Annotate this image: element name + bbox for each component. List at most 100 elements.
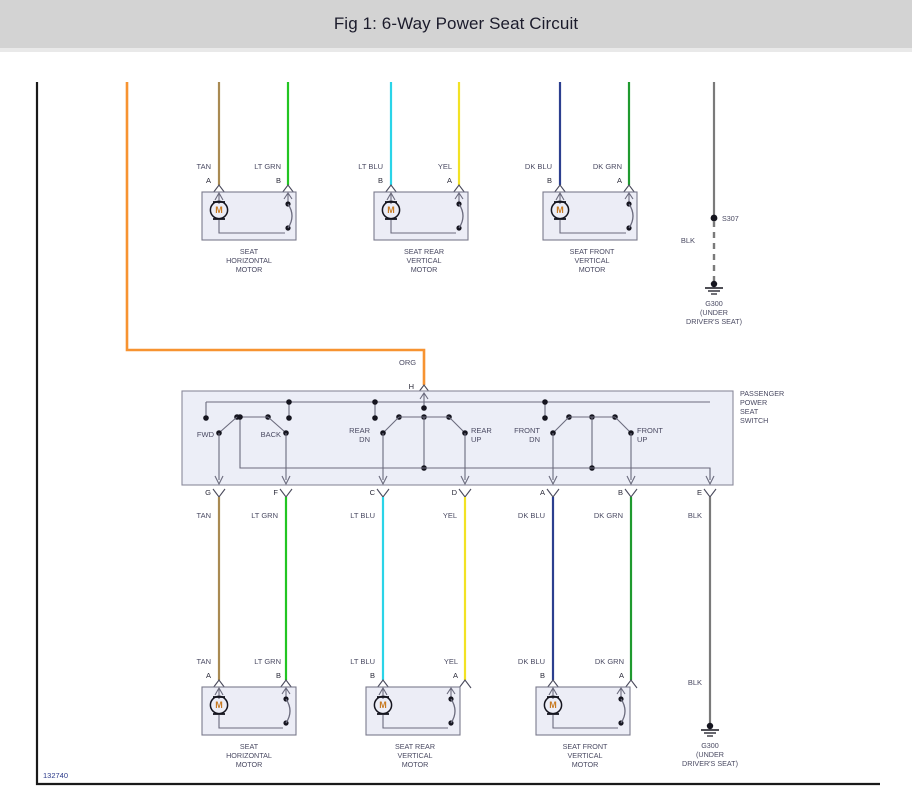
motor-top-1-name-line1: SEAT REAR (404, 247, 444, 256)
connector-top-2-right (622, 184, 636, 194)
switch-blade-fwd (219, 416, 238, 433)
motor-top-1-left-wire-label: LT BLU (358, 162, 383, 171)
motor-bottom-2-return (552, 715, 618, 729)
motor-bottom-1-name-line1: SEAT REAR (395, 742, 435, 751)
motor-bottom-0-left-wire-label: TAN (197, 657, 211, 666)
motor-bottom-2-right-lead (616, 687, 626, 697)
ground-label-g300-bottom-line3: DRIVER'S SEAT) (682, 759, 738, 768)
motor-bottom-2-left-terminal: B (540, 671, 545, 680)
connector-switch-feed (417, 384, 431, 394)
motor-top-0-body (201, 191, 297, 241)
connector-out-d (458, 488, 472, 498)
switch-node-fwd-top (203, 415, 209, 421)
motor-top-1-return (390, 220, 456, 234)
motor-bottom-0-right-terminal: B (276, 671, 281, 680)
motor-top-0-left-terminal: A (206, 176, 211, 185)
top-wire-bundle: ORG (125, 82, 716, 385)
switch-terminal-a: A (540, 488, 545, 497)
connector-out-a (546, 488, 560, 498)
motor-bottom-1-right-lead (446, 687, 456, 697)
wire-label-tan-mid: TAN (197, 511, 211, 520)
switch-name-line1: PASSENGER (740, 389, 784, 398)
connector-top-0-right (281, 184, 295, 194)
splice-dot-s307 (710, 214, 718, 222)
diagram-border (35, 82, 880, 786)
switch-label-back: BACK (261, 430, 281, 439)
motor-top-1-name-line2: VERTICAL (406, 256, 441, 265)
motor-bottom-2-right-terminal: A (619, 671, 624, 680)
motor-bottom-0-name-line1: SEAT (240, 742, 259, 751)
switch-feed-arrow (419, 392, 429, 407)
motor-bottom-1-right-wire-label: YEL (444, 657, 458, 666)
ground-group-top: S307 BLK G300 (UNDER DRIVER'S SEAT) (681, 214, 742, 326)
motor-top-1-right-terminal: A (447, 176, 452, 185)
motor-bottom-2-left-wire-label: DK BLU (518, 657, 545, 666)
ground-node-dot-bottom (706, 722, 714, 730)
switch-feed-node (421, 405, 427, 411)
switch-label-fwd: FWD (197, 430, 215, 439)
wire-label-dkblu-mid: DK BLU (518, 511, 545, 520)
motor-bottom-seat-rear-vertical: LT BLU B YEL A M SEAT REAR VERTICAL (350, 657, 472, 769)
motor-bottom-seat-front-vertical: DK BLU B DK GRN A M SEAT FRONT VERTICAL (518, 657, 638, 769)
switch-label-rear-dn-line2: DN (359, 435, 370, 444)
switch-blade-front-up (614, 416, 631, 433)
switch-blade-front-dn (553, 416, 570, 433)
connector-bottom-0-left (212, 679, 226, 689)
switch-stub-node-bottom (286, 415, 292, 421)
passenger-power-seat-switch[interactable]: H FWD BACK (181, 382, 784, 486)
motor-top-2-right-terminal: A (617, 176, 622, 185)
switch-label-front-dn-line1: FRONT (514, 426, 540, 435)
switch-stub-node-top (286, 399, 292, 405)
motor-bottom-2-name-line1: SEAT FRONT (563, 742, 608, 751)
switch-name-line3: SEAT (740, 407, 759, 416)
switch-exit-arrows (214, 475, 715, 486)
switch-terminal-c: C (370, 488, 376, 497)
switch-terminal-b: B (618, 488, 623, 497)
motor-top-2-body (542, 191, 638, 241)
motor-bottom-1-left-terminal: B (370, 671, 375, 680)
wire-label-blk-top: BLK (681, 236, 695, 245)
motor-top-2-name-line2: VERTICAL (574, 256, 609, 265)
motor-top-1-glyph: M (387, 205, 395, 215)
switch-label-rear-dn-line1: REAR (349, 426, 370, 435)
wire-label-blk-bottom: BLK (688, 678, 702, 687)
motor-top-2-right-lead (624, 192, 634, 202)
motor-bottom-0-left-terminal: A (206, 671, 211, 680)
connector-top-2-left (553, 184, 567, 194)
switch-label-front-dn-line2: DN (529, 435, 540, 444)
motor-top-2-return (559, 220, 626, 234)
connector-out-b (624, 488, 638, 498)
wire-label-ltgrn-mid: LT GRN (251, 511, 278, 520)
motor-bottom-0-body (201, 686, 297, 736)
motor-top-2-right-wire-label: DK GRN (593, 162, 622, 171)
switch-output-terminals: G TAN F LT GRN C LT BLU D YEL (197, 488, 717, 726)
switch-tap-back-node (237, 414, 243, 420)
motor-bottom-1-name-line2: VERTICAL (397, 751, 432, 760)
motor-top-2-name-line1: SEAT FRONT (570, 247, 615, 256)
connector-bottom-0-right (279, 679, 293, 689)
motor-top-0-glyph: M (215, 205, 223, 215)
motor-top-1-name-line3: MOTOR (411, 265, 438, 274)
motor-bottom-2-name-line3: MOTOR (572, 760, 599, 769)
switch-blade-rear-up (448, 416, 465, 433)
motor-top-1-switch-arc (458, 203, 464, 229)
connector-bottom-2-left (546, 679, 560, 689)
motor-bottom-0-right-lead (281, 687, 291, 697)
switch-feed-terminal-label: H (409, 382, 414, 391)
switch-terminal-d: D (452, 488, 458, 497)
connector-out-g (212, 488, 226, 498)
switch-label-rear-up-line2: UP (471, 435, 481, 444)
motor-top-2-name-line3: MOTOR (579, 265, 606, 274)
switch-blade-back (267, 416, 286, 433)
motor-bottom-1-left-wire-label: LT BLU (350, 657, 375, 666)
motor-top-0-right-terminal: B (276, 176, 281, 185)
motor-top-2-switch-arc (628, 203, 634, 229)
ground-label-g300-top-line3: DRIVER'S SEAT) (686, 317, 742, 326)
page-title: Fig 1: 6-Way Power Seat Circuit (333, 14, 579, 33)
wiring-diagram-canvas: 132740 ORG (0, 52, 912, 796)
motor-bottom-0-name-line2: HORIZONTAL (226, 751, 272, 760)
motor-bottom-1-right-terminal: A (453, 671, 458, 680)
switch-terminal-g: G (205, 488, 211, 497)
switch-node-rear-dn-mid (372, 415, 378, 421)
motor-bottom-2-switch-arc (620, 698, 626, 724)
